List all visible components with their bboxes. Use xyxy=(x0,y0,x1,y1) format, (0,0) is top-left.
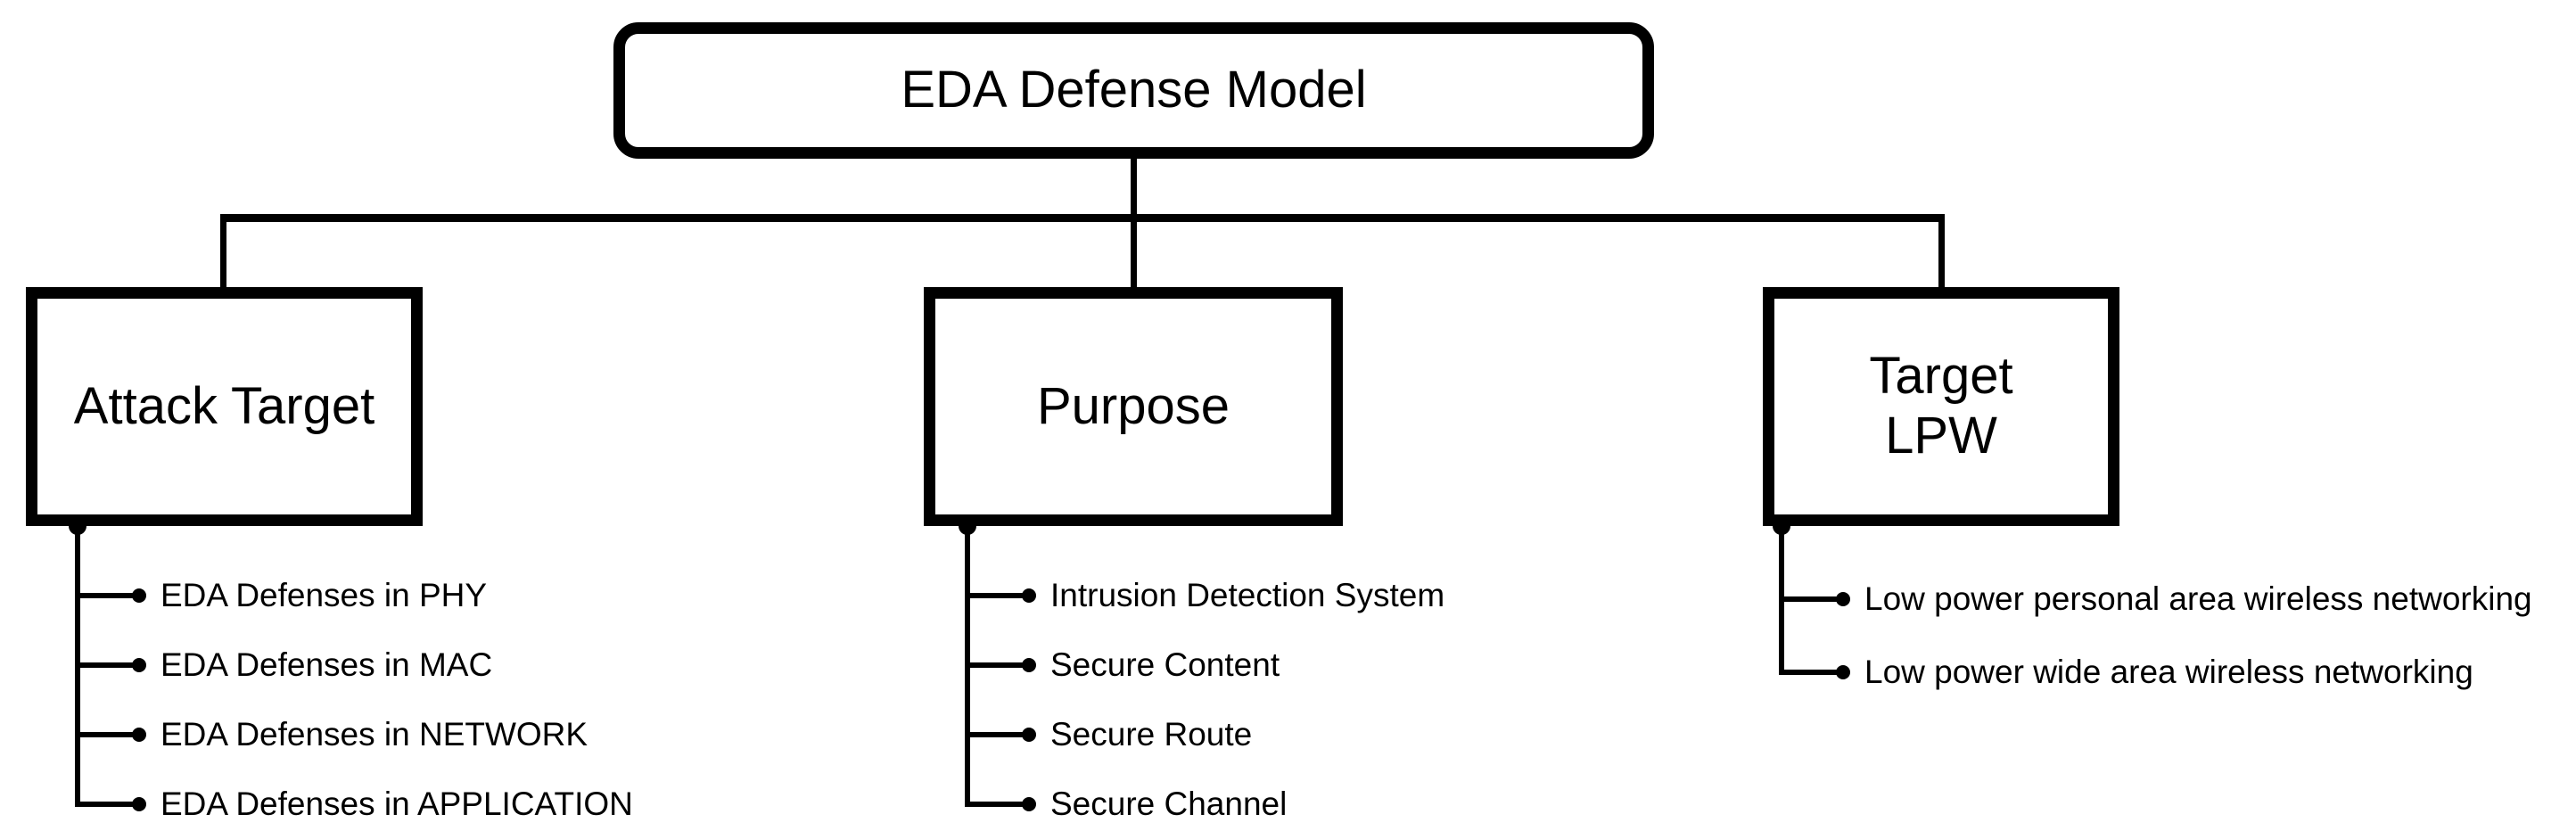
branch-node-attack-target: Attack Target xyxy=(26,287,423,526)
branch-line xyxy=(75,802,134,807)
list-item: EDA Defenses in NETWORK xyxy=(75,700,633,769)
bullet-dot xyxy=(1836,592,1850,606)
branch-line xyxy=(965,732,1024,737)
list-item: EDA Defenses in MAC xyxy=(75,630,633,700)
bullet-dot xyxy=(1022,797,1036,811)
branch-node-purpose: Purpose xyxy=(924,287,1343,526)
bullet-dot xyxy=(1022,658,1036,672)
branch-line xyxy=(965,662,1024,668)
list-item-label: Low power personal area wireless network… xyxy=(1864,580,2532,617)
branch-node-label: Purpose xyxy=(1036,376,1230,435)
list-item: Low power personal area wireless network… xyxy=(1779,563,2532,636)
list-item-label: EDA Defenses in APPLICATION xyxy=(160,786,633,822)
leaf-list-attack-target: EDA Defenses in PHY EDA Defenses in MAC … xyxy=(75,561,633,839)
list-item-label: EDA Defenses in PHY xyxy=(160,577,488,613)
connector-drop-left xyxy=(220,214,226,289)
list-item: EDA Defenses in PHY xyxy=(75,561,633,630)
branch-line xyxy=(1779,670,1838,675)
list-item-label: EDA Defenses in MAC xyxy=(160,646,493,683)
list-item: EDA Defenses in APPLICATION xyxy=(75,769,633,839)
connector-root-drop xyxy=(1131,157,1137,289)
list-item-label: Secure Channel xyxy=(1050,786,1288,822)
list-item-label: Intrusion Detection System xyxy=(1050,577,1445,613)
leaf-list-purpose: Intrusion Detection System Secure Conten… xyxy=(965,561,1444,839)
list-item: Secure Channel xyxy=(965,769,1444,839)
branch-line xyxy=(75,732,134,737)
list-item: Intrusion Detection System xyxy=(965,561,1444,630)
list-item-label: Secure Route xyxy=(1050,716,1253,753)
list-item-label: Secure Content xyxy=(1050,646,1280,683)
branch-line xyxy=(965,593,1024,598)
list-item: Secure Content xyxy=(965,630,1444,700)
bullet-dot xyxy=(1022,728,1036,742)
connector-rail xyxy=(220,214,1945,222)
list-item: Secure Route xyxy=(965,700,1444,769)
list-item-label: Low power wide area wireless networking xyxy=(1864,654,2473,690)
leaf-list-target-lpw: Low power personal area wireless network… xyxy=(1779,563,2532,709)
root-node-label: EDA Defense Model xyxy=(901,61,1367,119)
branch-node-label: Target LPW xyxy=(1869,347,2013,465)
branch-line xyxy=(965,802,1024,807)
bullet-dot xyxy=(1836,665,1850,679)
list-item-label: EDA Defenses in NETWORK xyxy=(160,716,588,753)
bullet-dot xyxy=(1022,588,1036,603)
list-item: Low power wide area wireless networking xyxy=(1779,636,2532,709)
root-node: EDA Defense Model xyxy=(613,22,1654,159)
branch-line xyxy=(1779,596,1838,602)
bullet-dot xyxy=(132,658,146,672)
bullet-dot xyxy=(132,728,146,742)
branch-line xyxy=(75,593,134,598)
branch-node-label: Attack Target xyxy=(73,376,375,435)
branch-line xyxy=(75,662,134,668)
connector-drop-right xyxy=(1938,214,1945,289)
bullet-dot xyxy=(132,797,146,811)
branch-node-target-lpw: Target LPW xyxy=(1763,287,2119,526)
bullet-dot xyxy=(132,588,146,603)
